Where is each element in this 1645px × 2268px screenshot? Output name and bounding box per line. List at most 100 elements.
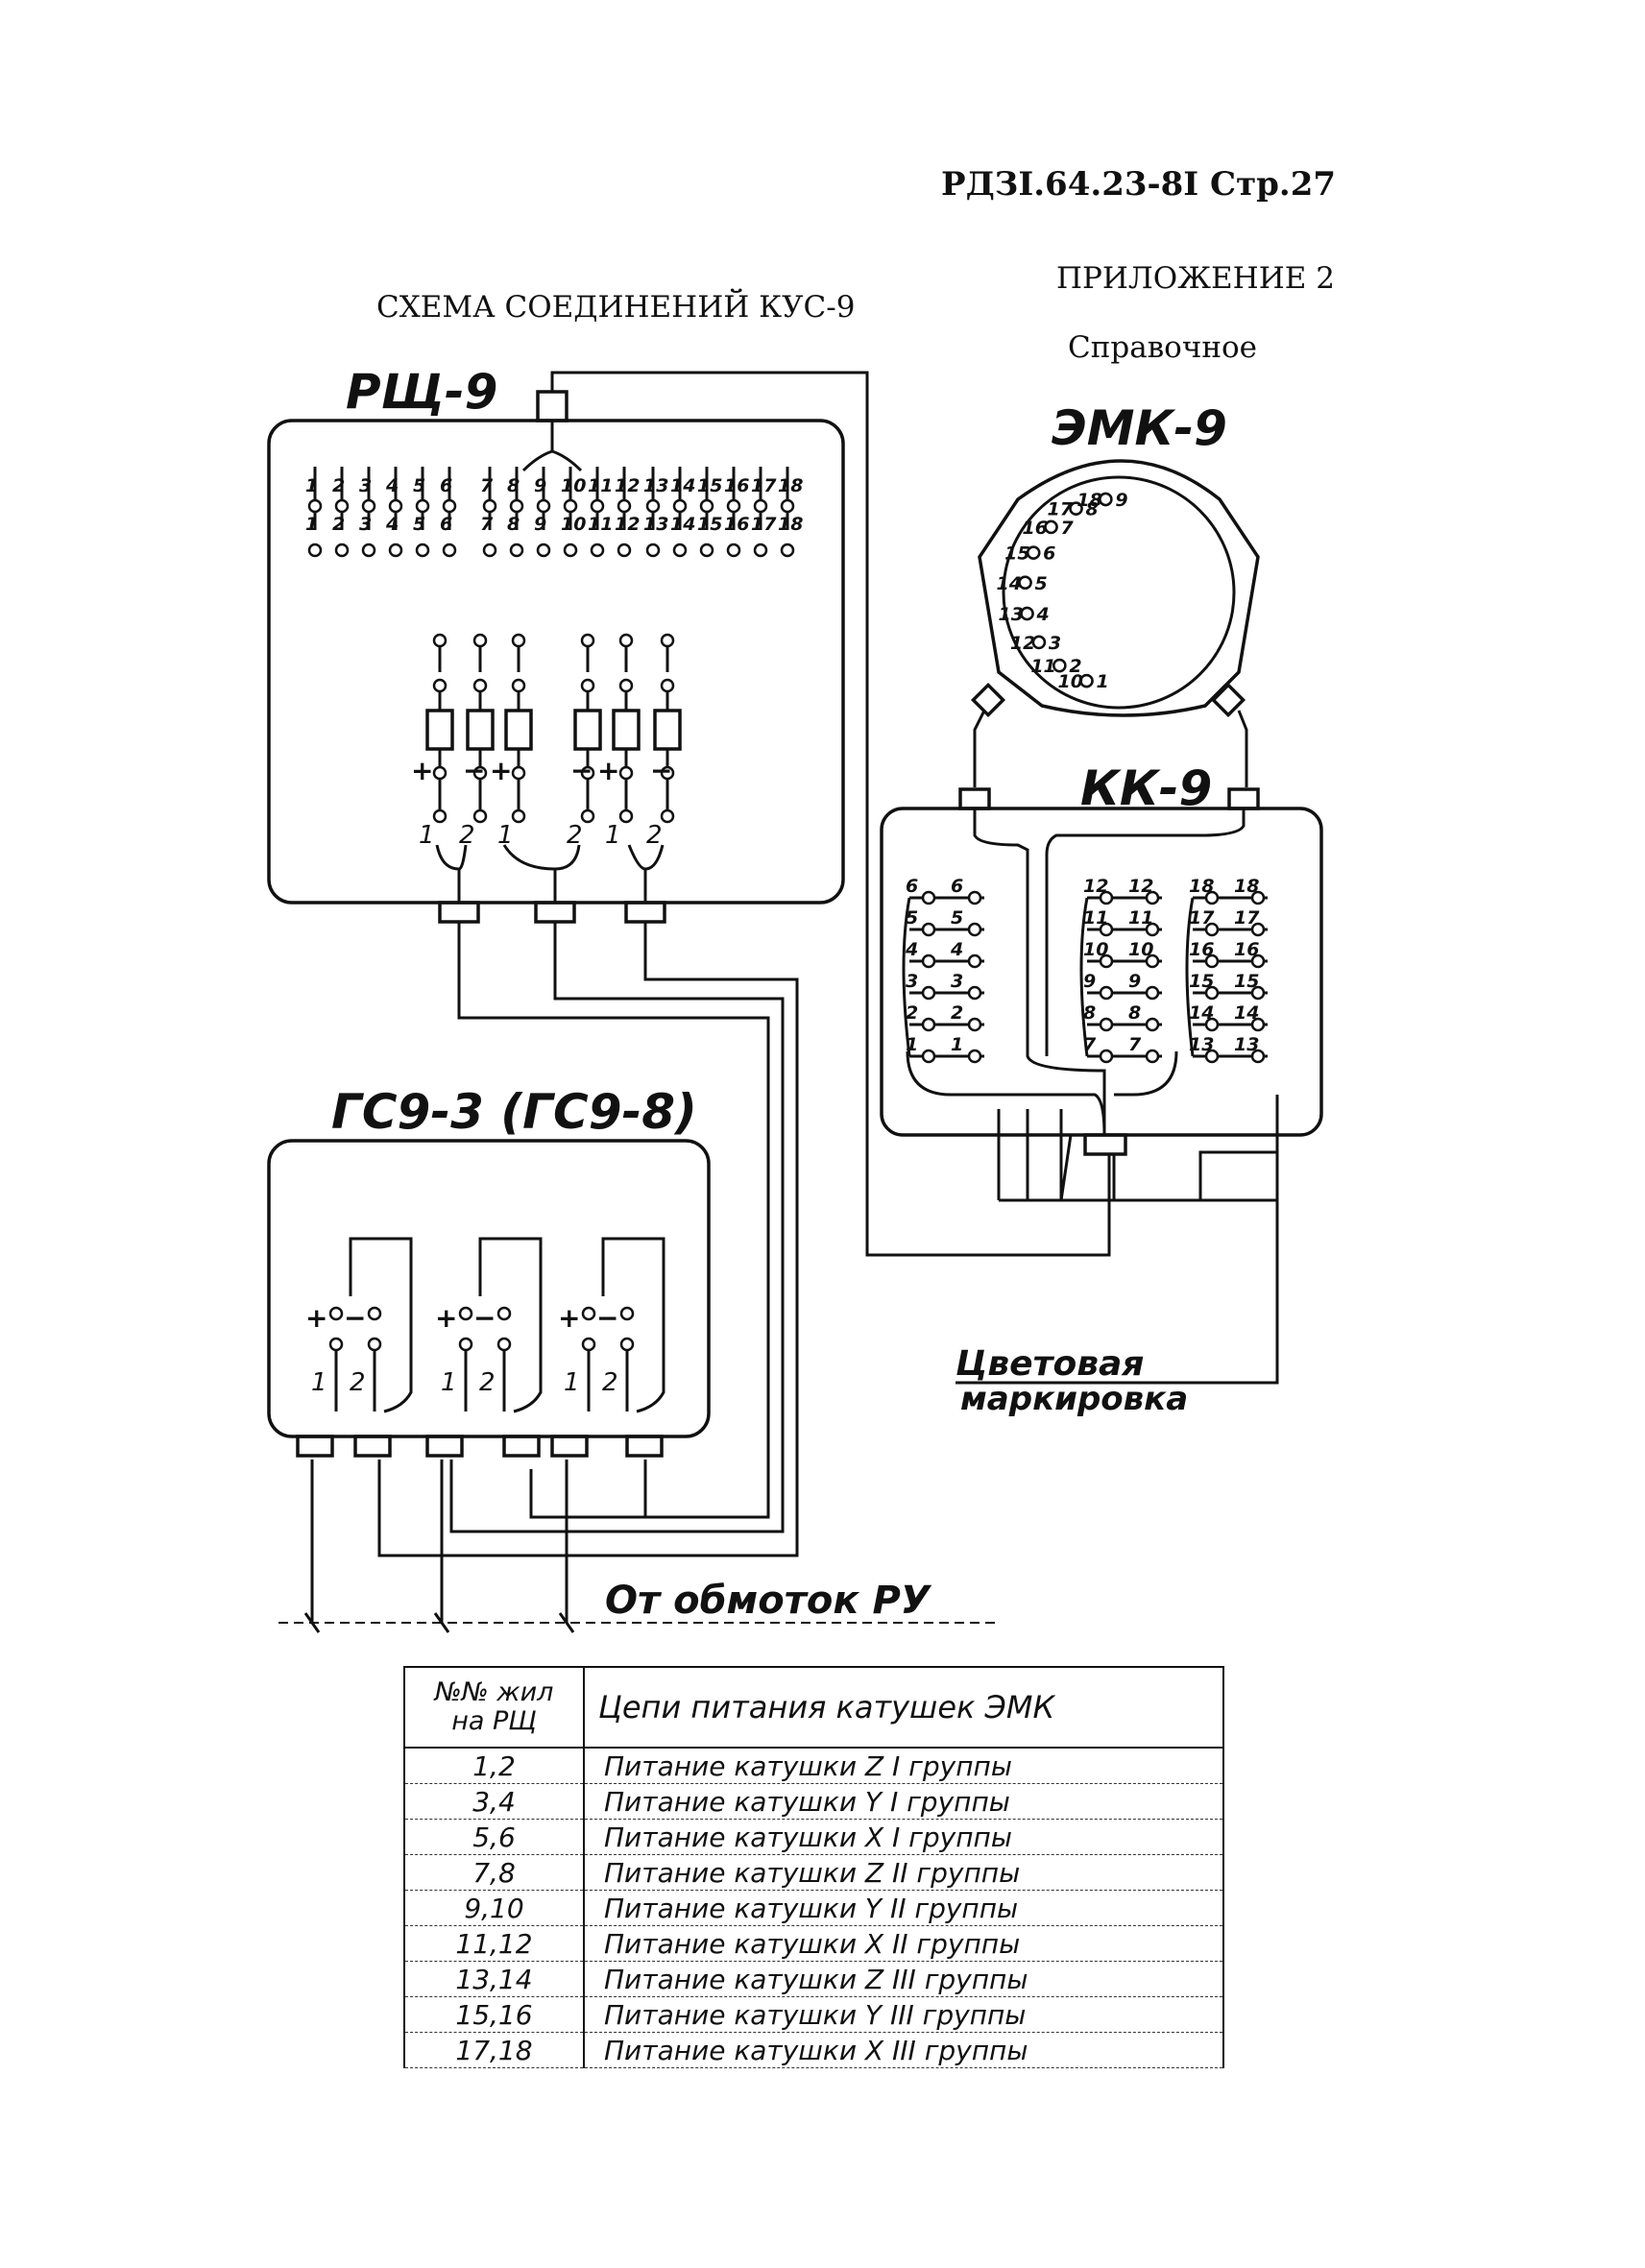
emk-pin-number: 16 — [1023, 518, 1048, 539]
kk-terminal-number: 10 — [1083, 939, 1108, 960]
polarity-sign: + — [411, 755, 433, 786]
rsch-terminal-number-bottom: 4 — [385, 514, 399, 535]
rsch-terminal-upper — [699, 498, 714, 514]
kk-terminal-number: 14 — [1189, 1002, 1214, 1024]
rsch-terminal-number-bottom: 17 — [751, 514, 777, 535]
rsch-terminal-number-top: 14 — [670, 475, 695, 496]
table-header-wires: №№ жил на РЩ — [403, 1666, 585, 1749]
rsch-terminal-number-bottom: 18 — [778, 514, 803, 535]
kk-terminal-number: 18 — [1189, 876, 1214, 897]
kk-terminal-number: 17 — [1234, 907, 1260, 929]
kk-terminal-number: 2 — [951, 1002, 963, 1024]
emk-kk-cable-right — [1237, 710, 1248, 787]
gs-terminal-upper — [367, 1306, 382, 1321]
kk-terminal — [1204, 890, 1220, 905]
rsch-gland-2 — [534, 901, 576, 924]
gs-loop — [349, 1237, 413, 1413]
row-circuit: Питание катушки X II группы — [583, 1925, 1224, 1962]
fuse-terminal-mid — [660, 678, 675, 693]
row-wire-numbers: 5,6 — [403, 1819, 585, 1855]
kk-terminal-number: 14 — [1234, 1002, 1259, 1024]
rsch-terminal-lower — [563, 543, 578, 558]
kk-terminal-number: 9 — [1083, 971, 1096, 992]
cable-color-marking — [956, 1095, 1279, 1385]
document-reference: РДЗI.64.23-8I Стр.27 — [941, 165, 1337, 204]
kk-terminal — [921, 953, 936, 969]
emk-right-gland — [1210, 682, 1246, 718]
kk-terminal — [1204, 922, 1220, 937]
rsch-terminal-number-bottom: 3 — [359, 514, 372, 535]
rsch-terminal-upper — [590, 498, 605, 514]
row-circuit: Питание катушки X III группы — [583, 2032, 1224, 2068]
rsch-title: РЩ-9 — [346, 364, 497, 420]
cable-kk-cores — [997, 1109, 1063, 1200]
fuse-terminal-mid — [580, 678, 595, 693]
fuse-terminal-out — [472, 808, 488, 824]
rsch-terminal-number-top: 10 — [561, 475, 586, 496]
gs-terminal-lower — [367, 1337, 382, 1352]
rsch-terminal-upper — [482, 498, 497, 514]
rsch-terminal-lower — [509, 543, 524, 558]
emk-pin — [1079, 673, 1094, 688]
rsch-terminal-lower — [307, 543, 323, 558]
wire-number: 1 — [605, 821, 621, 850]
rsch-terminal-number-bottom: 6 — [440, 514, 452, 535]
rsch-terminal-number-top: 2 — [332, 475, 345, 496]
rsch-terminal-number-bottom: 5 — [413, 514, 425, 535]
kk-harness-4 — [1114, 1050, 1178, 1097]
row-wire-numbers: 17,18 — [403, 2032, 585, 2068]
kk-terminal-number: 15 — [1234, 971, 1259, 992]
kk-terminal — [921, 1049, 936, 1064]
rsch-terminal-number-top: 17 — [751, 475, 777, 496]
kk-terminal — [1099, 985, 1114, 1001]
rsch-terminal-number-bottom: 14 — [670, 514, 695, 535]
rsch-terminal-number-top: 8 — [507, 475, 520, 496]
rsch-terminal-upper — [672, 498, 688, 514]
rsch-wire-group-1 — [435, 844, 468, 903]
gs-gland — [502, 1435, 541, 1458]
kk-terminal-number: 10 — [1128, 939, 1153, 960]
emk-pin-number: 9 — [1115, 490, 1127, 511]
fuse-terminal-top — [472, 633, 488, 648]
rsch-terminal-number-bottom: 15 — [697, 514, 722, 535]
kk-terminal-number: 5 — [951, 907, 963, 929]
row-circuit: Питание катушки Z III группы — [583, 1961, 1224, 1997]
rsch-terminal-upper — [753, 498, 768, 514]
ru-cut-marks — [303, 1612, 575, 1633]
kk-terminal — [1250, 1017, 1266, 1032]
row-wire-numbers: 13,14 — [403, 1961, 585, 1997]
polarity-sign: + — [597, 755, 619, 786]
fuse-terminal-top — [511, 633, 526, 648]
kk-terminal-number: 11 — [1083, 907, 1108, 929]
fuse — [425, 709, 454, 751]
coil-circuit-table: №№ жил на РЩ Цепи питания катушек ЭМК 1,… — [403, 1666, 1224, 2068]
emk-pin-number: 3 — [1049, 633, 1061, 654]
kk-terminal — [1250, 985, 1266, 1001]
kk-terminal — [1250, 922, 1266, 937]
kk-terminal-number: 2 — [906, 1002, 918, 1024]
polarity-sign: + — [558, 1302, 580, 1334]
emk-pin — [1020, 606, 1034, 621]
kk-terminal — [967, 1049, 982, 1064]
wire-number: 2 — [479, 1368, 496, 1397]
rsch-terminal-upper — [442, 498, 457, 514]
cable-rsch-to-kk — [550, 371, 1111, 1257]
row-circuit: Питание катушки Z II группы — [583, 1854, 1224, 1891]
wire-number: 2 — [350, 1368, 366, 1397]
row-wire-numbers: 15,16 — [403, 1996, 585, 2033]
rsch-terminal-number-bottom: 2 — [332, 514, 345, 535]
row-circuit: Питание катушки Y I группы — [583, 1783, 1224, 1820]
color-marking-label-2: маркировка — [960, 1380, 1188, 1418]
kk-terminal-number: 4 — [950, 939, 963, 960]
emk-pin-number: 8 — [1086, 499, 1099, 520]
wire-number: 2 — [602, 1368, 618, 1397]
cable-rsch-gs-2 — [449, 922, 785, 1533]
wire-number: 2 — [646, 821, 663, 850]
kk-terminal-number: 6 — [906, 876, 918, 897]
kk-terminal-number: 1 — [951, 1034, 963, 1055]
